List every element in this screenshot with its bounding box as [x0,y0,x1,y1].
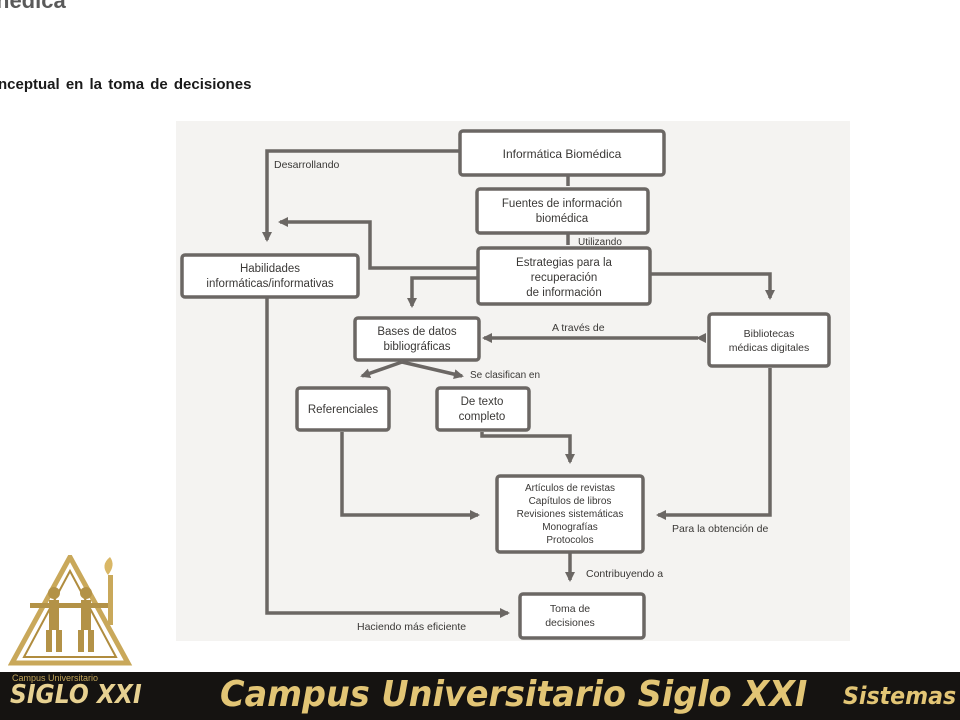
node-fuentes: Fuentes de información biomédica [475,187,650,235]
connector-obtencion [656,368,772,520]
node-text: Referenciales [308,404,379,416]
connector-estrategias-bases [407,276,478,308]
slide-title: nedica [0,0,66,13]
label-desarrollando: Desarrollando [274,159,340,171]
node-text: Informática Biomédica [503,147,622,161]
node-text: Toma de [550,603,590,615]
footer-bar [0,672,960,720]
connectors [262,149,775,618]
node-text: Habilidades [240,263,300,275]
node-articulos: Artículos de revistas Capítulos de libro… [495,474,645,554]
connector-texto-articulos [480,432,575,464]
label-obtencion: Para la obtención de [672,523,768,535]
node-text: recuperación [531,272,597,284]
node-text: decisiones [545,617,595,629]
node-toma-decisiones: Toma de decisiones [518,592,646,640]
university-emblem [8,555,133,666]
node-text: Revisiones sistemáticas [517,509,624,520]
node-informatica-biomedica: Informática Biomédica [458,129,666,177]
node-text: Bibliotecas [744,328,795,340]
node-text: Monografías [542,522,598,533]
node-habilidades: Habilidades informáticas/informativas [180,253,360,299]
label-utilizando: Utilizando [578,237,622,248]
node-text: De texto [461,396,504,408]
connector-haciendo [265,298,510,618]
node-bases-datos: Bases de datos bibliográficas [353,316,481,362]
node-texto-completo: De texto completo [435,386,531,432]
node-text: Capítulos de libros [529,496,612,507]
concept-map: Informática Biomédica Fuentes de informa… [180,129,831,640]
node-text: biomédica [536,213,589,225]
slide-subtitle: nceptual en la toma de decisiones [0,76,252,93]
node-referenciales: Referenciales [295,386,391,432]
connector-referenciales-articulos [340,432,480,520]
node-text: Bases de datos [377,326,457,338]
emblem-caption: Campus Universitario [12,673,99,683]
node-text: Fuentes de información [502,198,622,210]
node-text: Estrategias para la [516,257,612,269]
footer-campus-title: Campus Universitario Siglo XXI [220,674,808,715]
node-text: bibliográficas [383,341,450,353]
node-text: Protocolos [546,535,593,546]
node-text: Artículos de revistas [525,483,615,494]
connector-desarrollando [262,149,460,242]
node-text: informáticas/informativas [206,278,333,290]
node-estrategias: Estrategias para la recuperación de info… [476,246,652,306]
footer-sistemas: Sistemas [843,682,957,710]
label-se-clasifican: Se clasifican en [470,370,540,381]
emblem-figures [30,587,110,652]
label-haciendo: Haciendo más eficiente [357,621,466,633]
connector-estrategias-bibliotecas [650,272,775,300]
label-a-traves: A través de [552,322,605,334]
node-text: completo [459,411,506,423]
node-text: de información [526,287,601,299]
label-contribuyendo: Contribuyendo a [586,568,663,580]
connector-estrategias-habilidades [278,217,478,270]
node-text: médicas digitales [729,342,810,354]
connector-bases-referenciales [360,360,403,379]
footer-logo-text: SIGLO XXI [10,680,142,710]
node-bibliotecas: Bibliotecas médicas digitales [707,312,831,368]
connector-bases-texto [401,360,464,380]
